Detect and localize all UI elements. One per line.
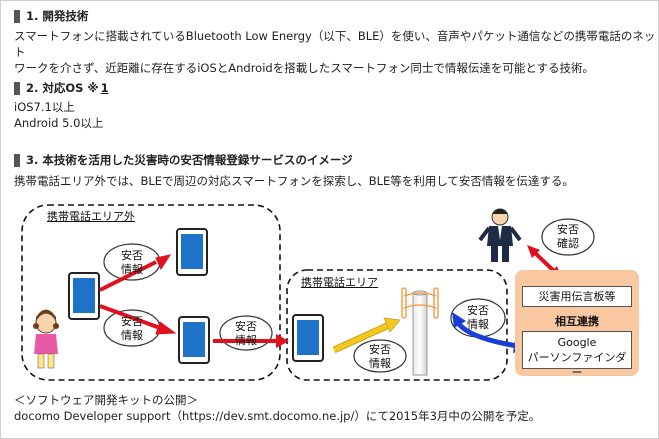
person-finder-line2: パーソンファインダー <box>527 351 627 379</box>
safety-info-line1: 安否 <box>467 304 489 317</box>
safety-info-line2: 情報 <box>369 357 391 370</box>
safety-info-text: 安否 情報 <box>360 343 400 371</box>
heading-bar-icon <box>14 81 20 95</box>
safety-info-bubble <box>353 339 407 373</box>
safety-info-text: 安否 情報 <box>112 249 152 277</box>
safety-info-line1: 安否 <box>121 315 143 328</box>
safety-info-text: 安否 情報 <box>458 304 498 332</box>
footer-text: ＜ソフトウェア開発キットの公開＞ docomo Developer suppor… <box>14 392 540 424</box>
red-arrow-icon <box>99 304 177 335</box>
smartphone-icon <box>176 228 208 276</box>
safety-info-line2: 情報 <box>467 318 489 331</box>
mutual-link-label: 相互連携 <box>555 315 599 328</box>
disaster-message-board-box: 災害用伝言板等 <box>522 286 632 307</box>
section-2-body: iOS7.1以上 Android 5.0以上 <box>14 99 103 131</box>
safety-confirm-text: 安否 確認 <box>548 223 588 251</box>
section-2-heading: 2. 対応OS ※ 1 <box>14 80 109 96</box>
red-arrow-icon <box>99 254 172 292</box>
footer-line1: ＜ソフトウェア開発キットの公開＞ <box>14 393 198 407</box>
safety-confirm-bubble <box>541 218 595 256</box>
safety-info-line1: 安否 <box>369 343 391 356</box>
heading-bar-icon <box>14 9 20 23</box>
in-area-label: 携帯電話エリア <box>301 276 378 289</box>
section-1-title: 1. 開発技術 <box>26 9 89 23</box>
os-android: Android 5.0以上 <box>14 116 104 130</box>
smartphone-icon <box>178 316 210 364</box>
person-finder-line1: Google <box>557 336 597 349</box>
smartphone-icon <box>68 272 100 320</box>
section-3-description: 携帯電話エリア外では、BLEで周辺の対応スマートフォンを探索し、BLE等を利用し… <box>14 174 574 188</box>
safety-info-line2: 情報 <box>121 329 143 342</box>
safety-info-text: 安否 情報 <box>226 320 266 348</box>
smartphone-icon <box>292 314 324 362</box>
woman-person-icon <box>33 309 59 369</box>
section-3-title: 3. 本技術を活用した災害時の安否情報登録サービスのイメージ <box>26 153 353 167</box>
section-3-heading: 3. 本技術を活用した災害時の安否情報登録サービスのイメージ <box>14 152 353 168</box>
out-of-area-label: 携帯電話エリア外 <box>47 210 135 223</box>
red-arrow-icon <box>213 334 289 348</box>
section-2-title: 2. 対応OS ※ <box>26 81 99 95</box>
person-finder-box: Google パーソンファインダー <box>522 331 632 379</box>
in-area-region <box>286 269 508 381</box>
safety-info-line1: 安否 <box>235 320 257 333</box>
safety-info-text: 安否 情報 <box>112 315 152 343</box>
section-1-body-line2: ワークを介さず、近距離に存在するiOSとAndroidを搭載したスマートフォン同… <box>14 61 595 75</box>
yellow-arrow-icon <box>332 317 401 354</box>
heading-bar-icon <box>14 153 20 167</box>
section-1-body: スマートフォンに搭載されているBluetooth Low Energy（以下、B… <box>14 28 659 76</box>
footer-line2: docomo Developer support（https://dev.smt… <box>14 409 541 423</box>
safety-info-line2: 情報 <box>235 334 257 347</box>
section-1-body-line1: スマートフォンに搭載されているBluetooth Low Energy（以下、B… <box>14 29 656 59</box>
os-footnote-link[interactable]: 1 <box>100 81 109 95</box>
out-of-area-region <box>21 204 281 381</box>
section-1-heading: 1. 開発技術 <box>14 8 88 24</box>
os-ios: iOS7.1以上 <box>14 100 75 114</box>
safety-confirm-line2: 確認 <box>557 237 579 250</box>
safety-info-line1: 安否 <box>121 249 143 262</box>
cell-tower-icon <box>401 287 439 376</box>
safety-info-line2: 情報 <box>121 263 143 276</box>
man-person-icon <box>478 208 522 262</box>
safety-confirm-line1: 安否 <box>557 223 579 236</box>
